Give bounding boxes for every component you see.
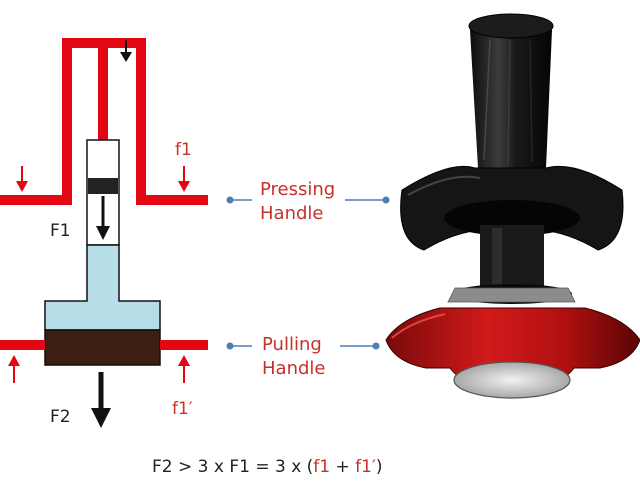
formula-close: ): [376, 457, 383, 477]
pressing-handle-label-line2: Handle: [260, 203, 323, 224]
rod-arrow-icon: [120, 40, 132, 62]
F1-label: F1: [50, 221, 71, 241]
f2-force-arrow-icon: [91, 372, 111, 428]
f1-label: f1: [175, 140, 192, 160]
f1-right-arrow-icon: [178, 166, 190, 192]
formula-plus: +: [330, 457, 355, 477]
pressing-handle-frame: [0, 38, 208, 205]
formula-f1-prime: f1′: [355, 457, 376, 477]
F2-label: F2: [50, 407, 71, 427]
pulling-handle-label-line1: Pulling: [262, 334, 322, 355]
pressing-connector-right: [345, 196, 390, 204]
brew-chamber: [44, 244, 161, 366]
pulling-connector-left: [226, 342, 252, 350]
pressing-handle-label-line1: Pressing: [260, 179, 335, 200]
pressing-connector-left: [226, 196, 252, 204]
pulling-handle-bars: [0, 340, 208, 350]
f1-prime-left-arrow-icon: [8, 355, 20, 383]
f1-prime-label: f1′: [172, 399, 193, 419]
pulling-connector-right: [340, 342, 380, 350]
espresso-maker-illustration: [385, 13, 640, 399]
f1-left-arrow-icon: [16, 166, 28, 192]
formula-part1: F2 > 3 x F1 = 3 x (: [152, 457, 313, 477]
f1-force-arrow-icon: [96, 196, 110, 240]
f1-prime-right-arrow-icon: [178, 355, 190, 383]
pulling-handle-label-line2: Handle: [262, 358, 325, 379]
formula: F2 > 3 x F1 = 3 x (f1 + f1′): [152, 457, 382, 477]
formula-f1: f1: [313, 457, 330, 477]
